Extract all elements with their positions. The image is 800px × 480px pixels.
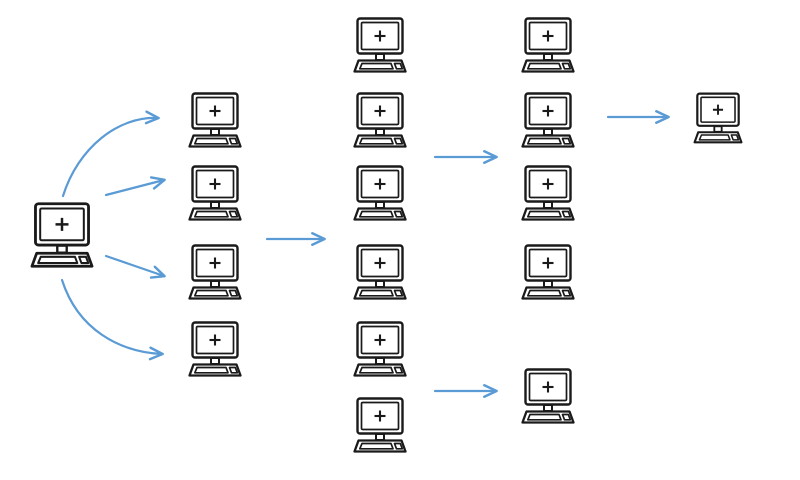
computer-monitor-keyboard-icon bbox=[521, 165, 575, 221]
computer-monitor-keyboard-icon bbox=[188, 321, 242, 377]
computer-monitor-keyboard-icon bbox=[188, 92, 242, 148]
computer-monitor-keyboard-icon bbox=[521, 368, 575, 424]
computer-monitor-keyboard-icon bbox=[521, 92, 575, 148]
computer-2-1[interactable] bbox=[182, 91, 248, 149]
computer-monitor-keyboard-icon bbox=[353, 17, 407, 73]
computer-4-5[interactable] bbox=[515, 367, 581, 425]
computer-monitor-keyboard-icon bbox=[353, 397, 407, 453]
computer-monitor-keyboard-icon bbox=[30, 202, 94, 268]
computer-monitor-keyboard-icon bbox=[353, 244, 407, 300]
computer-monitor-keyboard-icon bbox=[353, 92, 407, 148]
computer-3-4[interactable] bbox=[347, 243, 413, 301]
computer-monitor-keyboard-icon bbox=[188, 244, 242, 300]
computer-3-2[interactable] bbox=[347, 91, 413, 149]
computer-3-3[interactable] bbox=[347, 164, 413, 222]
computer-5-1[interactable] bbox=[688, 91, 749, 144]
computer-1-1[interactable] bbox=[23, 201, 101, 269]
computer-monitor-keyboard-icon bbox=[353, 165, 407, 221]
computer-4-4[interactable] bbox=[515, 243, 581, 301]
computer-3-6[interactable] bbox=[347, 396, 413, 454]
computer-3-5[interactable] bbox=[347, 320, 413, 378]
computer-monitor-keyboard-icon bbox=[353, 321, 407, 377]
computer-monitor-keyboard-icon bbox=[188, 165, 242, 221]
computer-4-1[interactable] bbox=[515, 16, 581, 74]
computer-monitor-keyboard-icon bbox=[521, 244, 575, 300]
computer-monitor-keyboard-icon bbox=[693, 92, 743, 144]
computer-2-3[interactable] bbox=[182, 243, 248, 301]
computer-2-4[interactable] bbox=[182, 320, 248, 378]
computer-2-2[interactable] bbox=[182, 164, 248, 222]
computer-4-3[interactable] bbox=[515, 164, 581, 222]
computer-3-1[interactable] bbox=[347, 16, 413, 74]
computer-4-2[interactable] bbox=[515, 91, 581, 149]
computer-monitor-keyboard-icon bbox=[521, 17, 575, 73]
